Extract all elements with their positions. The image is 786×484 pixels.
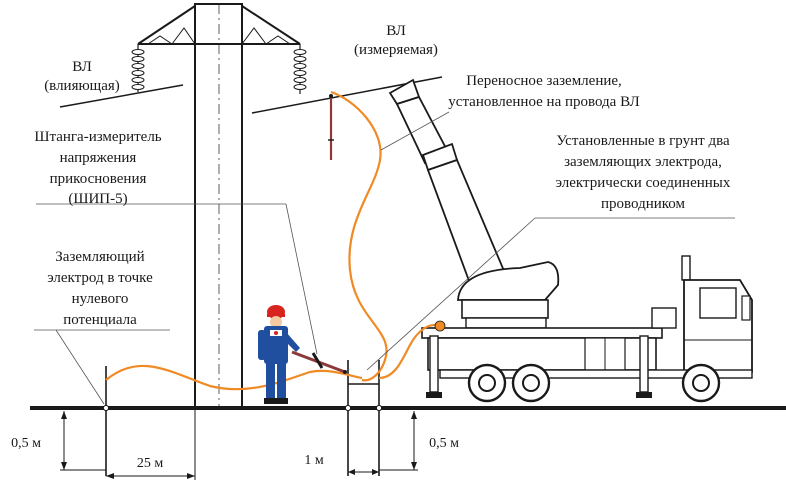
label-portable-grounding-2: установленное на провода ВЛ — [448, 94, 639, 110]
label-electrodes-4: проводником — [601, 196, 686, 212]
label-rod-1: Штанга-измеритель — [34, 129, 161, 145]
insulator-right — [293, 44, 307, 94]
label-zero-electrode-3: нулевого — [72, 291, 129, 307]
insulator-left — [131, 44, 145, 92]
worker-figure — [258, 305, 300, 404]
wire-influencing — [59, 84, 184, 108]
portable-grounding-clamp — [328, 94, 334, 160]
leader-portable — [380, 111, 450, 151]
dim-label-25m: 25 м — [137, 456, 164, 471]
leader-rod — [285, 203, 318, 355]
grounding-cable — [330, 90, 388, 382]
truck-grounding-cable — [378, 323, 441, 380]
label-zero-electrode-4: потенциала — [63, 312, 137, 328]
leader-zero — [55, 329, 105, 405]
label-electrodes-1: Установленные в грунт два — [556, 133, 730, 149]
dimension-25m — [106, 408, 196, 480]
label-vl-measured-2: (измеряемая) — [354, 42, 438, 58]
label-electrodes-3: электрически соединенных — [556, 175, 731, 191]
label-zero-electrode-1: Заземляющий — [55, 249, 144, 265]
label-vl-measured-1: ВЛ — [386, 23, 406, 39]
label-vl-influencing-2: (влияющая) — [44, 78, 120, 94]
dimension-depth-left — [60, 411, 106, 471]
crane-truck — [388, 78, 753, 403]
ground-electrode-1 — [344, 360, 352, 476]
label-portable-grounding-1: Переносное заземление, — [466, 73, 622, 89]
dimension-depth-right — [379, 411, 418, 471]
label-electrodes-2: заземляющих электрода, — [564, 154, 722, 170]
leader-electrodes — [366, 217, 536, 371]
dim-label-depth-right: 0,5 м — [429, 436, 459, 451]
label-zero-electrode-2: электрод в точке — [47, 270, 153, 286]
ground-electrode-2 — [375, 360, 383, 476]
truck-clamp — [434, 320, 446, 332]
label-vl-influencing-1: ВЛ — [72, 59, 92, 75]
label-rod-3: прикосновения — [50, 171, 147, 187]
dim-label-1m: 1 м — [304, 453, 324, 468]
zero-potential-electrode — [102, 366, 110, 476]
power-tower — [137, 3, 301, 409]
dimension-1m — [348, 469, 379, 475]
label-rod-4: (ШИП-5) — [68, 191, 127, 207]
label-rod-2: напряжения — [60, 150, 137, 166]
dim-label-depth-left: 0,5 м — [11, 436, 41, 451]
measurement-cable — [105, 364, 363, 391]
measuring-rod — [291, 350, 347, 374]
